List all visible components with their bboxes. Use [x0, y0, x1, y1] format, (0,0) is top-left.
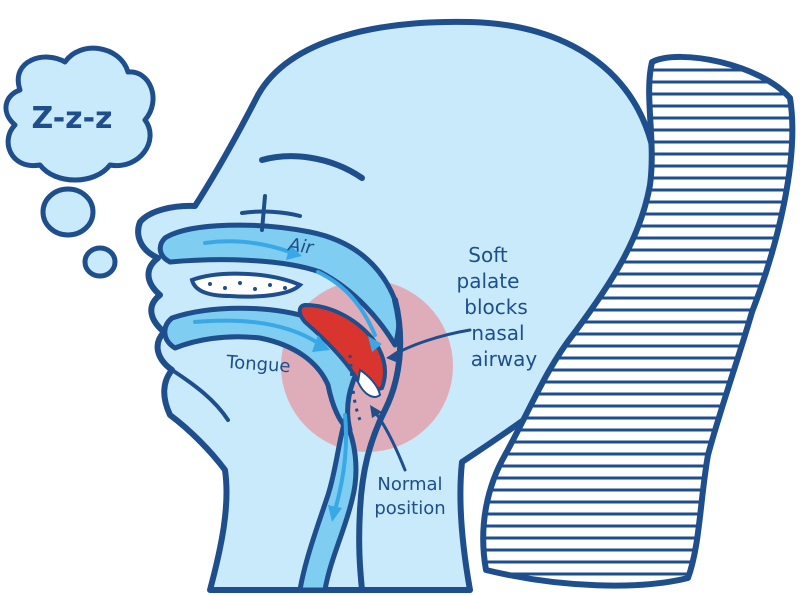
uvula	[356, 368, 382, 398]
nasal-airway	[157, 222, 402, 348]
thought-bubble	[3, 45, 156, 279]
eyebrow	[259, 153, 365, 181]
soft-palate-line-2: palate	[457, 269, 520, 293]
thought-bubble-medium	[40, 186, 96, 238]
leader-arrowheads	[370, 350, 398, 418]
thought-bubble-small	[82, 245, 118, 279]
snore-label: Z-z-z	[31, 101, 112, 136]
soft-palate-label: Soft palate blocks nasal airway	[457, 243, 538, 371]
thought-cloud	[3, 45, 156, 183]
palate-dots	[208, 281, 287, 291]
hard-palate	[189, 271, 304, 299]
closed-eye-icon	[240, 194, 302, 232]
airway-back-wall	[356, 297, 404, 593]
air-arrow-heads	[286, 245, 382, 522]
soft-palate-line-4: nasal	[471, 321, 524, 345]
throat-airway	[297, 417, 359, 593]
chin-line	[170, 368, 230, 422]
normal-position-label: Normal position	[374, 474, 445, 519]
air-flow-arrows	[193, 239, 377, 512]
air-label: Air	[286, 234, 316, 259]
soft-palate-line-5: airway	[471, 347, 538, 371]
pillow-outline	[480, 53, 796, 589]
leader-lines	[373, 328, 472, 472]
soft-palate-line-3: blocks	[464, 295, 528, 319]
tongue-label: Tongue	[225, 352, 292, 378]
soft-palate-line-1: Soft	[468, 243, 508, 267]
normal-position-line-2: position	[374, 498, 445, 519]
normal-position-line-1: Normal	[377, 474, 442, 495]
